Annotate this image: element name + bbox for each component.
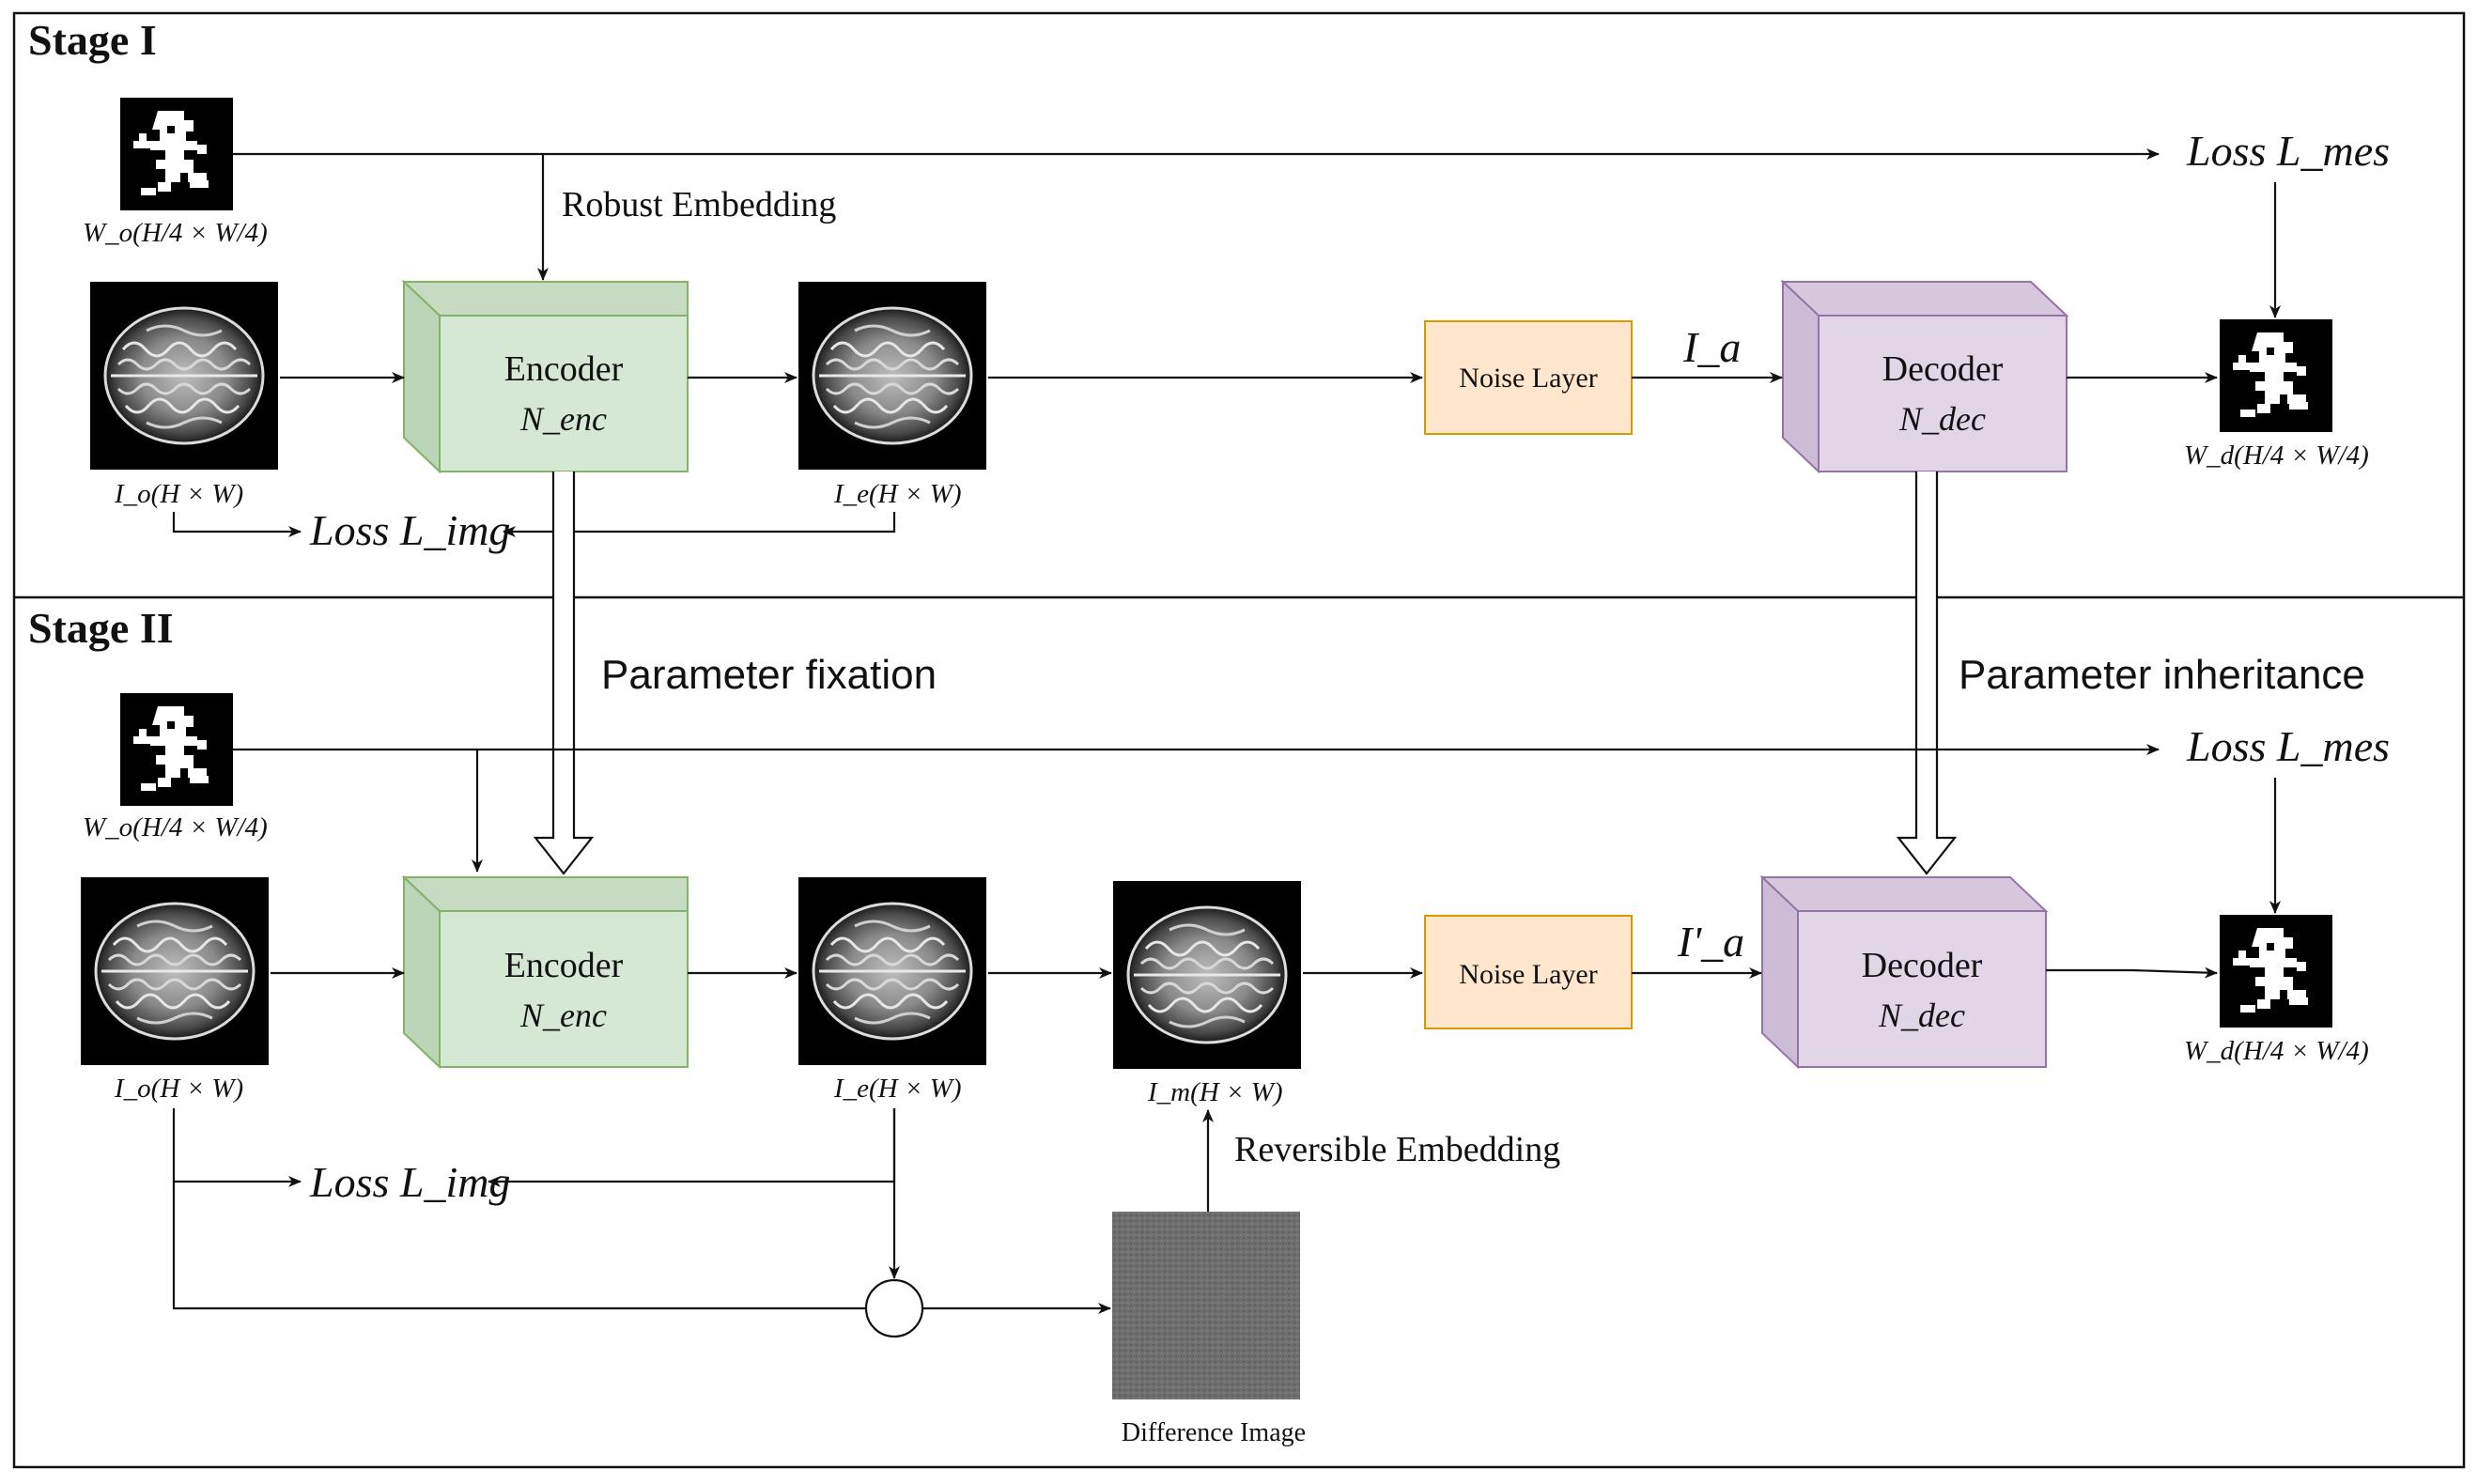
stage1-robust-embedding: Robust Embedding	[562, 185, 836, 224]
stage1-loss-img: Loss L_img	[309, 506, 510, 554]
stage2-parameter-fixation: Parameter fixation	[601, 652, 937, 698]
stage2-parameter-inheritance: Parameter inheritance	[1959, 652, 2365, 698]
outer-frame	[12, 11, 2466, 1469]
stage1-title: Stage I	[28, 16, 157, 64]
stage2-decoder-label: Decoder	[1862, 946, 1983, 985]
stage1-encoder-symbol: N_enc	[519, 400, 607, 438]
stage1-encoder: Encoder N_enc	[401, 279, 689, 474]
stage2-noise-label: Noise Layer	[1459, 959, 1597, 990]
stage2-encoder: Encoder N_enc	[401, 874, 689, 1070]
stage2-decoder: Decoder N_dec	[1759, 874, 2049, 1070]
stage1-original-caption: I_o(H × W)	[114, 479, 243, 509]
stage2-watermark-image	[120, 693, 233, 806]
stage2-connectors	[172, 744, 2281, 1314]
stage2-loss-mes: Loss L_mes	[2186, 722, 2390, 770]
stage1-watermark-image	[120, 98, 233, 210]
stage2-original-image	[79, 875, 271, 1067]
stage2-original-caption: I_o(H × W)	[114, 1074, 243, 1104]
stage1-loss-mes: Loss L_mes	[2186, 127, 2390, 175]
stage2-marked-caption: I_m(H × W)	[1147, 1077, 1283, 1107]
stage2-encoder-symbol: N_enc	[519, 997, 607, 1034]
stage1-decoder: Decoder N_dec	[1780, 279, 2069, 474]
stage1-decoded-watermark-image	[2220, 319, 2332, 432]
stage1-watermark-caption: W_o(H/4 × W/4)	[83, 218, 268, 248]
stage1-encoded-image	[797, 280, 988, 471]
stage2-decoded-caption: W_d(H/4 × W/4)	[2184, 1036, 2369, 1066]
stage2-decoded-watermark-image	[2220, 915, 2332, 1028]
stage2-encoded-image	[797, 875, 988, 1067]
parameter-fixation-arrow	[533, 471, 595, 875]
stage1-attacked-symbol: I_a	[1682, 323, 1741, 371]
stage1-original-image	[88, 280, 280, 471]
stage1-encoded-caption: I_e(H × W)	[833, 479, 962, 509]
stage2-title: Stage II	[28, 604, 174, 652]
stage2-attacked-symbol: I'_a	[1677, 918, 1744, 966]
stage2-difference-image	[1112, 1212, 1300, 1399]
stage1-encoder-label: Encoder	[504, 349, 624, 389]
stage2-marked-image	[1111, 879, 1303, 1071]
stage2-encoded-caption: I_e(H × W)	[833, 1074, 962, 1104]
stage1-noise-label: Noise Layer	[1459, 363, 1597, 394]
stage2-difference-node	[864, 1278, 924, 1338]
stage1-decoder-label: Decoder	[1882, 349, 2004, 389]
stage2-reversible-embedding: Reversible Embedding	[1234, 1130, 1560, 1169]
stage2-encoder-label: Encoder	[504, 946, 624, 985]
stage2-watermark-caption: W_o(H/4 × W/4)	[83, 812, 268, 842]
stage1-noise-layer	[1424, 320, 1633, 435]
stage1-decoded-caption: W_d(H/4 × W/4)	[2184, 441, 2369, 471]
stage2-noise-layer	[1424, 915, 1633, 1029]
stage2-loss-img: Loss L_img	[309, 1158, 510, 1206]
stage1-connectors	[172, 148, 2281, 537]
stage2-decoder-symbol: N_dec	[1878, 997, 1965, 1034]
stage1-decoder-symbol: N_dec	[1898, 400, 1986, 438]
parameter-inheritance-arrow	[1896, 471, 1958, 875]
stage2-difference-caption: Difference Image	[1122, 1418, 1306, 1447]
